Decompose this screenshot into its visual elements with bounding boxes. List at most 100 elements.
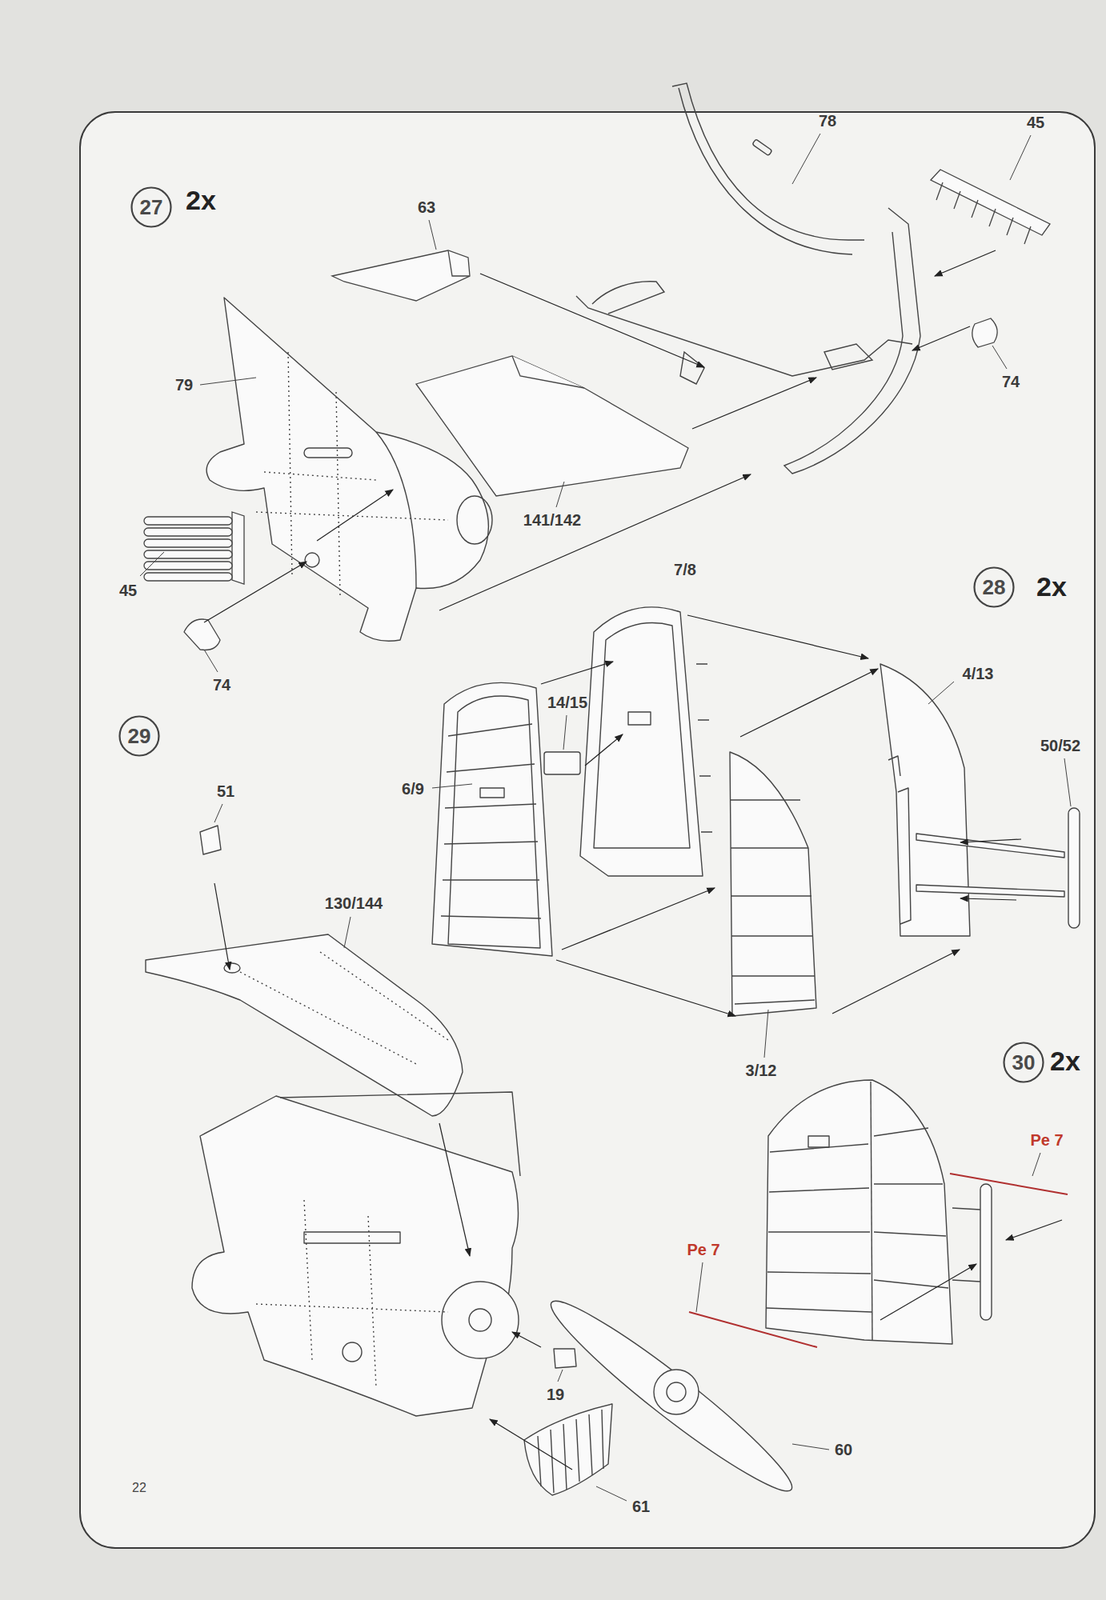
nose-assembly bbox=[524, 1404, 613, 1496]
quantity-note: 2x bbox=[1049, 1045, 1081, 1078]
leader-line bbox=[992, 345, 1007, 369]
nose-assembly bbox=[468, 1309, 492, 1332]
leader-line bbox=[214, 804, 223, 823]
assembly-arrow bbox=[880, 1220, 1062, 1321]
part-number: 61 bbox=[632, 1498, 650, 1517]
nose-assembly bbox=[224, 963, 241, 974]
page-sheet bbox=[80, 112, 1095, 1549]
step-number: 28 bbox=[982, 577, 1006, 598]
cowling-part bbox=[456, 496, 493, 545]
circle-outline bbox=[974, 568, 1014, 608]
assembly-arrow bbox=[585, 734, 623, 766]
assembly-arrow bbox=[960, 839, 1022, 843]
etched-part bbox=[689, 1312, 818, 1348]
assembly-arrow bbox=[934, 250, 996, 277]
part-number: 7/8 bbox=[673, 561, 697, 580]
nose-assembly bbox=[280, 1092, 521, 1177]
etched-part-number: Pe 7 bbox=[686, 1241, 720, 1260]
nose-assembly bbox=[304, 1232, 401, 1244]
step-circle: 28 bbox=[973, 566, 1015, 609]
assembly-arrow bbox=[214, 883, 573, 1471]
part-number: 4/13 bbox=[962, 665, 994, 684]
assembly-arrow bbox=[214, 883, 230, 970]
assembly-arrow bbox=[561, 888, 715, 950]
grill-bars-part bbox=[144, 573, 233, 582]
small-parts bbox=[416, 356, 689, 497]
tail-assembly bbox=[808, 1136, 830, 1148]
leader-line bbox=[764, 1009, 769, 1058]
assembly-arrow bbox=[912, 326, 970, 351]
grill-bars-part bbox=[144, 561, 233, 570]
frame-part bbox=[672, 83, 865, 241]
assembly-arrow bbox=[1005, 1220, 1062, 1241]
nose-assembly bbox=[200, 825, 221, 855]
cowling-part bbox=[376, 432, 417, 589]
nose-assembly bbox=[145, 825, 805, 1507]
tail-assembly bbox=[870, 1081, 873, 1342]
leader-line bbox=[696, 1262, 703, 1313]
leader-line bbox=[1064, 758, 1071, 807]
etched-part-number: Pe 7 bbox=[1029, 1131, 1063, 1151]
leader-line bbox=[792, 133, 821, 185]
assembly-arrow bbox=[439, 1123, 470, 1257]
nose-assembly bbox=[553, 1349, 577, 1369]
etched-part bbox=[949, 1174, 1068, 1195]
tail-parts bbox=[888, 756, 901, 777]
grill-bars-part bbox=[144, 528, 233, 537]
tail-parts bbox=[1068, 808, 1080, 929]
leader-line bbox=[140, 133, 1071, 1502]
part-number: 63 bbox=[417, 198, 436, 217]
leader-line bbox=[344, 917, 351, 949]
frame-part bbox=[752, 139, 773, 157]
grill-bars-part bbox=[930, 169, 1050, 236]
step-circle: 30 bbox=[1002, 1041, 1045, 1084]
nose-assembly bbox=[240, 952, 449, 1065]
grill-bars-part bbox=[144, 550, 233, 559]
small-parts bbox=[332, 250, 470, 301]
tail-parts bbox=[580, 607, 703, 877]
circle-outline bbox=[132, 188, 172, 228]
leader-line bbox=[1009, 135, 1031, 181]
nose-assembly bbox=[441, 1282, 519, 1359]
grill-bars-part bbox=[144, 169, 1050, 585]
assembly-arrow bbox=[480, 273, 705, 368]
tail-parts bbox=[916, 833, 1065, 858]
leader-line bbox=[928, 681, 954, 705]
part-number: 78 bbox=[818, 112, 837, 131]
assembly-arrow bbox=[439, 474, 751, 611]
cowling-part bbox=[304, 553, 320, 568]
assembly-arrow bbox=[540, 661, 614, 685]
assembly-arrow bbox=[512, 1332, 541, 1348]
assembly-arrow bbox=[692, 377, 817, 429]
grill-bars-part bbox=[936, 182, 1031, 245]
grill-bars-part bbox=[232, 512, 245, 585]
nose-assembly bbox=[537, 1410, 604, 1494]
part-number: 3/12 bbox=[745, 1061, 778, 1081]
leader-line bbox=[792, 1444, 830, 1451]
nose-assembly bbox=[145, 934, 463, 1117]
frame-part bbox=[680, 344, 873, 385]
assembly-arrow bbox=[960, 898, 1017, 901]
tail-parts bbox=[880, 664, 970, 937]
step-number: 27 bbox=[140, 196, 164, 218]
leader-line bbox=[563, 715, 567, 750]
etched-part bbox=[689, 1174, 1068, 1348]
tail-parts bbox=[480, 788, 505, 798]
part-number: 14/15 bbox=[547, 693, 588, 713]
part-number: 60 bbox=[834, 1441, 853, 1460]
tail-assembly bbox=[765, 1080, 953, 1345]
part-number: 141/142 bbox=[523, 511, 582, 530]
small-parts bbox=[448, 250, 470, 277]
assembly-arrow bbox=[556, 960, 736, 1017]
nose-assembly bbox=[653, 1370, 699, 1415]
leader-line bbox=[428, 220, 437, 250]
grill-bars-part bbox=[144, 539, 233, 548]
tail-assembly bbox=[980, 1184, 992, 1321]
tail-parts bbox=[432, 607, 1080, 1017]
tail-parts bbox=[432, 682, 553, 957]
